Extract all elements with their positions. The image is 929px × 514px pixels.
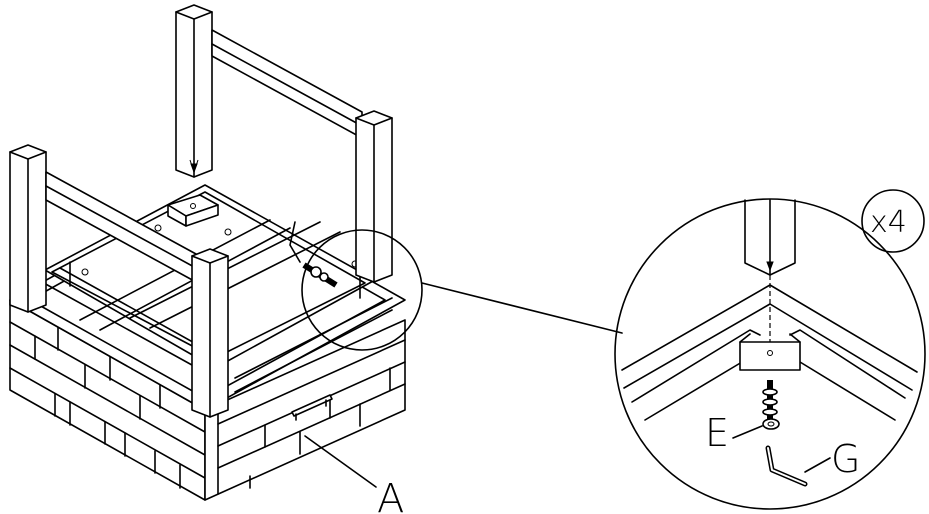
main-bolt [302, 262, 338, 288]
label-a: A [377, 476, 404, 514]
bolt-e [762, 380, 780, 430]
hex-key-g [765, 445, 808, 487]
leader-g [804, 457, 831, 473]
label-g: G [831, 437, 860, 481]
detail-view [614, 189, 926, 510]
base-right-face [204, 319, 406, 501]
main-hex-key [289, 221, 301, 263]
label-e: E [705, 411, 729, 455]
drawer-handle [291, 394, 333, 421]
detail-callout-circle [301, 229, 423, 351]
quantity-label: x4 [870, 205, 907, 240]
front-upright-frame [9, 144, 229, 418]
detail-post [744, 199, 796, 276]
detail-leader-line [421, 282, 623, 334]
detail-circle [614, 198, 926, 510]
back-upright-frame [175, 4, 393, 283]
leader-e [732, 425, 763, 439]
corner-block [167, 194, 219, 227]
main-assembly [9, 4, 423, 501]
leader-a [304, 435, 377, 488]
detail-block [739, 333, 801, 371]
quantity-bubble [861, 189, 925, 253]
